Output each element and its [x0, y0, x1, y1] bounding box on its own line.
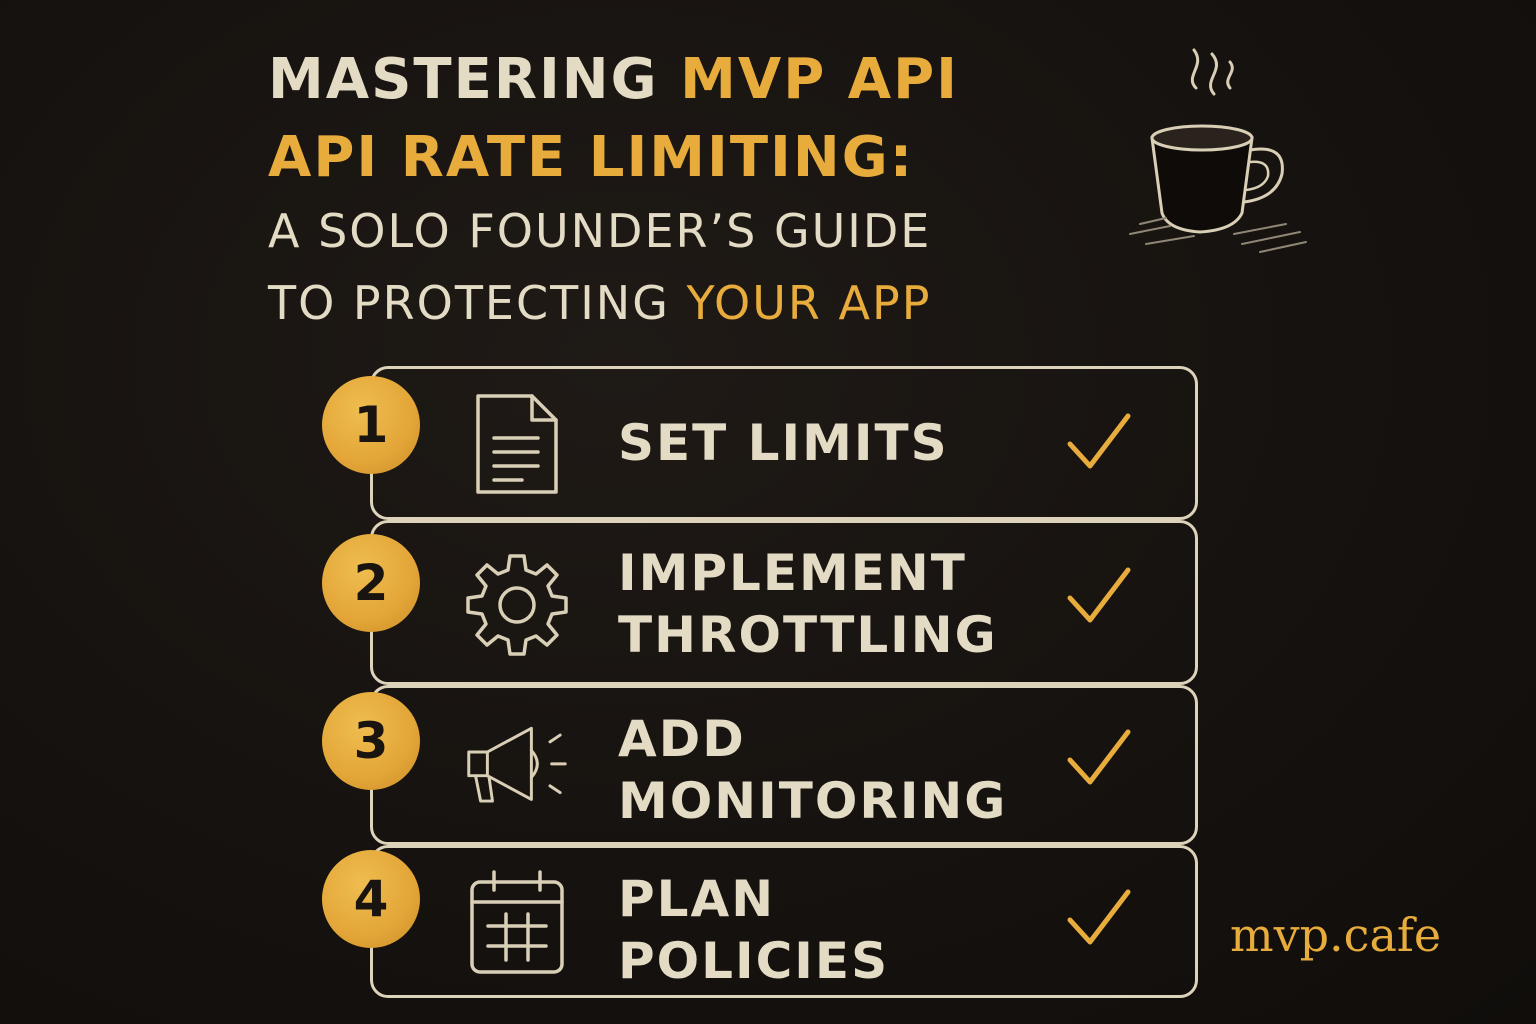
coffee-cup-icon [1129, 48, 1307, 253]
step-label-1: SET LIMITS [618, 414, 949, 472]
gear-icon [466, 554, 568, 656]
title-line-3: A SOLO FOUNDER’S GUIDE [268, 204, 932, 258]
checkmark-icon [1067, 889, 1131, 945]
title-line-2: API RATE LIMITING: [268, 125, 915, 190]
title-line-1: MASTERING MVP API [268, 47, 959, 112]
steps-list: 1 2 3 4 [318, 366, 1208, 1002]
step-number-badge: 1 [322, 376, 420, 474]
megaphone-icon [467, 726, 567, 803]
title-line-4: TO PROTECTING YOUR APP [268, 276, 932, 330]
calendar-icon [470, 870, 564, 974]
page-title: MASTERING MVP API API RATE LIMITING: A S… [268, 52, 1088, 352]
step-number-badge: 3 [322, 692, 420, 790]
checkmark-icon [1067, 729, 1131, 785]
document-icon [476, 394, 558, 494]
brand-logo-text[interactable]: mvp.cafe [1230, 908, 1442, 962]
checkmark-icon [1067, 567, 1131, 623]
checkmark-icon [1067, 413, 1131, 469]
step-number-badge: 4 [322, 850, 420, 948]
step-number-badge: 2 [322, 534, 420, 632]
